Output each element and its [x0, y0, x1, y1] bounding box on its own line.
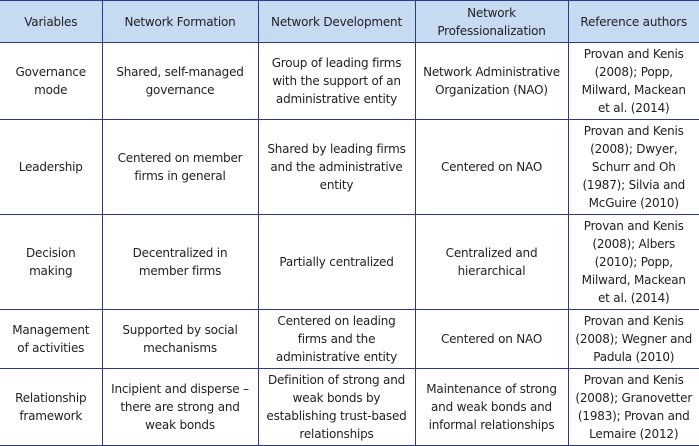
cell-references: Provan and Kenis (2008); Albers (2010); …: [567, 214, 699, 310]
header-variables: Variables: [0, 0, 103, 43]
cell-professionalization: Network Administrative Organization (NAO…: [414, 42, 569, 120]
cell-formation: Centered on member firms in general: [101, 119, 259, 215]
cell-professionalization: Centered on NAO: [414, 119, 569, 215]
cell-development: Group of leading firms with the support …: [257, 42, 416, 120]
cell-variable: Management of activities: [0, 309, 103, 369]
cell-development: Partially centralized: [257, 214, 416, 310]
cell-variable: Leadership: [0, 119, 103, 215]
cell-development: Shared by leading firms and the administ…: [257, 119, 416, 215]
cell-professionalization: Centralized and hierarchical: [414, 214, 569, 310]
table-row: Relationship framework Incipient and dis…: [0, 368, 699, 446]
header-network-formation: Network Formation: [101, 0, 259, 43]
cell-references: Provan and Kenis (2008); Granovetter (19…: [567, 368, 699, 446]
cell-formation: Supported by social mechanisms: [101, 309, 259, 369]
cell-references: Provan and Kenis (2008); Wegner and Padu…: [567, 309, 699, 369]
cell-variable: Decision making: [0, 214, 103, 310]
cell-references: Provan and Kenis (2008); Popp, Milward, …: [567, 42, 699, 120]
header-network-development: Network Development: [257, 0, 416, 43]
cell-formation: Incipient and disperse – there are stron…: [101, 368, 259, 446]
cell-variable: Relationship framework: [0, 368, 103, 446]
header-reference-authors: Reference authors: [567, 0, 699, 43]
table-row: Leadership Centered on member firms in g…: [0, 119, 699, 215]
cell-variable: Governance mode: [0, 42, 103, 120]
cell-formation: Shared, self-managed governance: [101, 42, 259, 120]
cell-development: Definition of strong and weak bonds by e…: [257, 368, 416, 446]
cell-development: Centered on leading firms and the admini…: [257, 309, 416, 369]
table-row: Decision making Decentralized in member …: [0, 214, 699, 310]
cell-professionalization: Centered on NAO: [414, 309, 569, 369]
table-row: Governance mode Shared, self-managed gov…: [0, 42, 699, 120]
cell-formation: Decentralized in member firms: [101, 214, 259, 310]
header-row: Variables Network Formation Network Deve…: [0, 0, 699, 43]
table-row: Management of activities Supported by so…: [0, 309, 699, 369]
cell-professionalization: Maintenance of strong and weak bonds and…: [414, 368, 569, 446]
header-network-professionalization: Network Professionalization: [414, 0, 569, 43]
cell-references: Provan and Kenis (2008); Dwyer, Schurr a…: [567, 119, 699, 215]
